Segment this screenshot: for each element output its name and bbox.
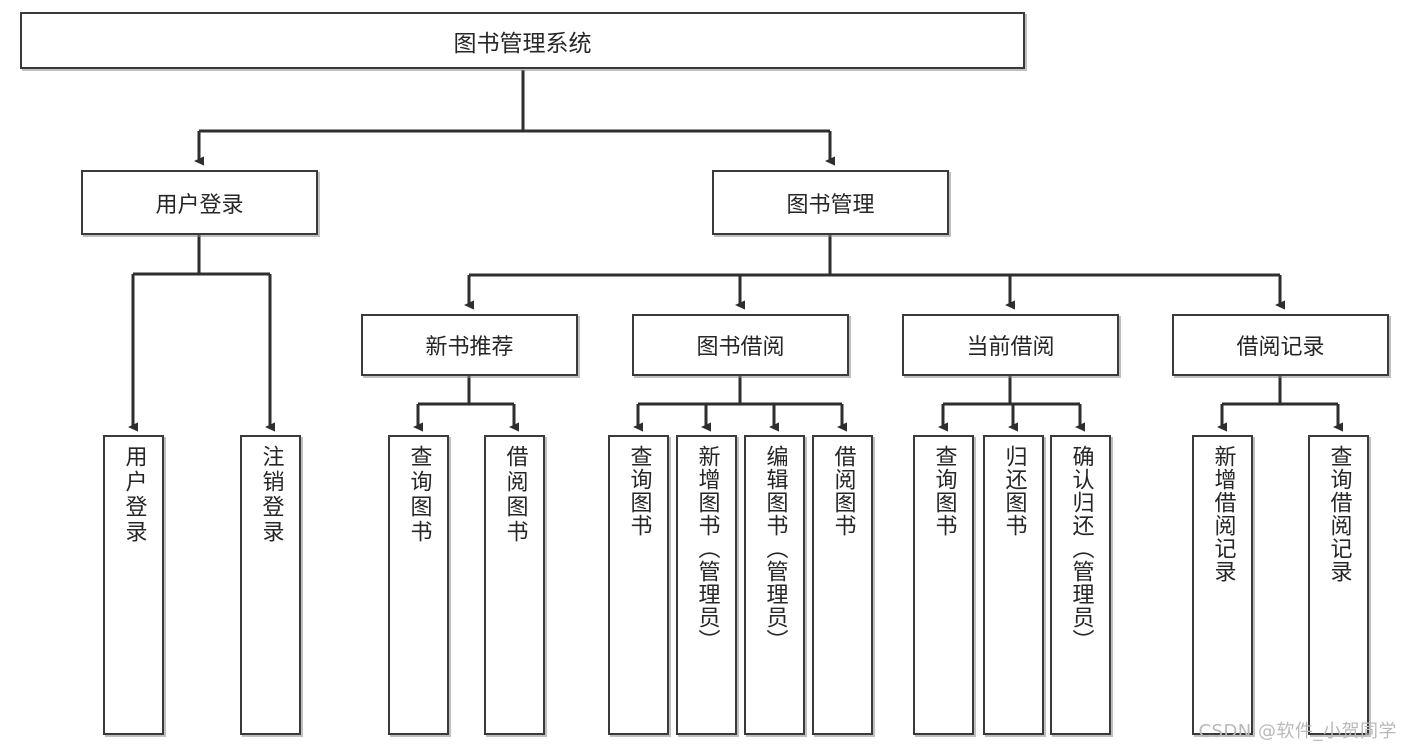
node-label: 查询图书 [626, 445, 652, 537]
leaf-query-borrow-record[interactable]: 查询借阅记录 [1308, 435, 1369, 735]
leaf-query-book-current[interactable]: 查询图书 [913, 435, 974, 735]
node-label: 确认归还（管理员） [1068, 445, 1094, 652]
node-label: 归还图书 [1001, 445, 1027, 537]
leaf-return-book[interactable]: 归还图书 [983, 435, 1044, 735]
node-label: 借阅图书 [830, 445, 856, 537]
leaf-query-book-borrowing[interactable]: 查询图书 [608, 435, 669, 735]
node-label: 查询借阅记录 [1326, 445, 1352, 583]
node-label: 查询图书 [931, 445, 957, 537]
node-new-book-recommendation[interactable]: 新书推荐 [361, 314, 578, 376]
node-user-login[interactable]: 用户登录 [81, 170, 318, 235]
node-book-management-system[interactable]: 图书管理系统 [20, 12, 1025, 69]
node-label: 当前借阅 [966, 335, 1055, 360]
node-label: 借阅图书 [502, 445, 528, 545]
node-borrowing-record[interactable]: 借阅记录 [1172, 314, 1389, 376]
node-label: 用户登录 [155, 192, 244, 218]
leaf-borrow-book-recommendation[interactable]: 借阅图书 [484, 435, 545, 735]
csdn-watermark: CSDN @软件_小贺同学 [1198, 721, 1397, 742]
leaf-borrow-book-borrowing[interactable]: 借阅图书 [812, 435, 873, 735]
node-label: 编辑图书（管理员） [762, 445, 788, 652]
node-label: 注销登录 [258, 445, 284, 545]
node-current-borrowing[interactable]: 当前借阅 [902, 314, 1119, 376]
node-label: 图书管理 [786, 192, 875, 218]
leaf-add-book-admin[interactable]: 新增图书（管理员） [676, 435, 737, 735]
leaf-add-borrow-record[interactable]: 新增借阅记录 [1192, 435, 1253, 735]
node-book-management[interactable]: 图书管理 [712, 170, 949, 235]
node-label: 新增借阅记录 [1210, 445, 1236, 583]
node-label: 新增图书（管理员） [694, 445, 720, 652]
node-label: 新书推荐 [425, 335, 514, 360]
node-label: 图书借阅 [696, 335, 785, 360]
node-label: 图书管理系统 [453, 30, 592, 57]
leaf-query-book-recommendation[interactable]: 查询图书 [388, 435, 449, 735]
leaf-logout-login[interactable]: 注销登录 [240, 435, 301, 735]
node-book-borrowing[interactable]: 图书借阅 [632, 314, 849, 376]
node-label: 查询图书 [406, 445, 432, 545]
leaf-confirm-return-admin[interactable]: 确认归还（管理员） [1050, 435, 1111, 735]
leaf-edit-book-admin[interactable]: 编辑图书（管理员） [744, 435, 805, 735]
leaf-user-login[interactable]: 用户登录 [103, 435, 164, 735]
node-label: 借阅记录 [1236, 335, 1325, 360]
node-label: 用户登录 [121, 445, 147, 545]
